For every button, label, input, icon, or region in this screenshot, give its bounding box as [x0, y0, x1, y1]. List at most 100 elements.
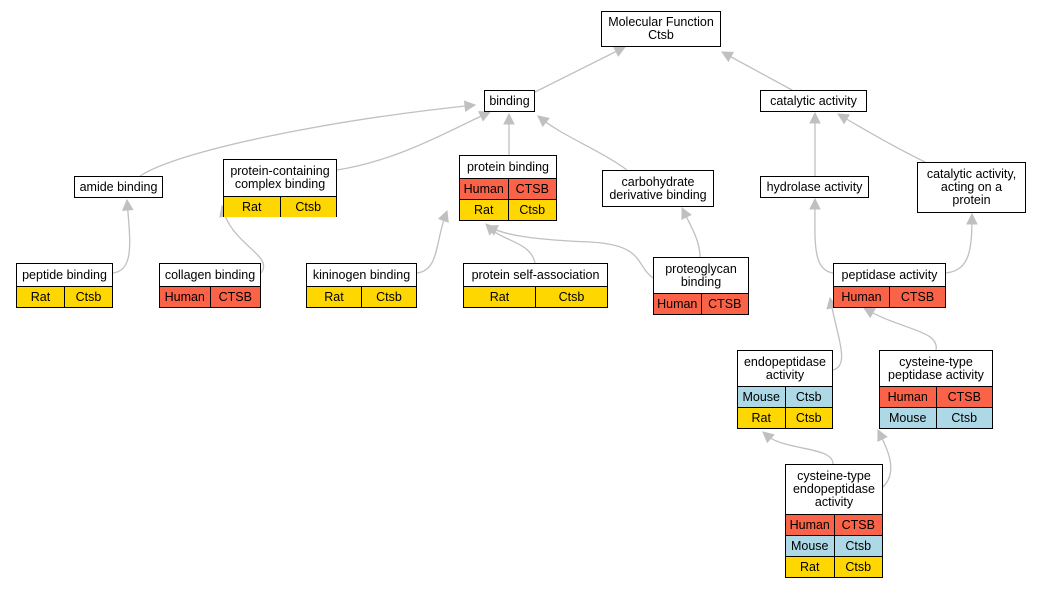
node-label: Molecular Function Ctsb — [608, 15, 714, 42]
species-cell: Mouse — [738, 387, 785, 407]
node-label: peptide binding — [22, 267, 107, 282]
node-protein-binding[interactable]: protein binding Human CTSB Rat Ctsb — [459, 155, 557, 221]
node-collagen-binding[interactable]: collagen binding Human CTSB — [159, 263, 261, 308]
edge-peptide-to-amide — [112, 199, 131, 274]
node-hydrolase-activity[interactable]: hydrolase activity — [760, 176, 869, 198]
gene-cell: CTSB — [935, 387, 992, 407]
gene-cell: CTSB — [507, 179, 556, 199]
node-molecular-function[interactable]: Molecular Function Ctsb — [601, 11, 721, 47]
species-cell: Rat — [224, 197, 280, 217]
node-label: carbohydrate derivative binding — [609, 174, 707, 202]
gene-cell: Ctsb — [507, 200, 556, 220]
arrowhead — [721, 51, 734, 63]
arrowhead — [537, 115, 550, 128]
species-cell: Human — [786, 515, 834, 535]
node-label: cysteine-type endopeptidase activity — [792, 469, 876, 509]
species-cell: Rat — [17, 287, 64, 307]
gene-row: Human CTSB — [160, 286, 260, 307]
edge-catalytic-to-mf — [721, 51, 793, 91]
node-catalytic-activity-acting-on-a-protein[interactable]: catalytic activity, acting on a protein — [917, 162, 1026, 213]
species-cell: Rat — [460, 200, 508, 220]
node-label: catalytic activity — [770, 93, 857, 108]
gene-cell: CTSB — [700, 294, 748, 314]
gene-row: Rat Ctsb — [224, 196, 336, 217]
arrowhead — [503, 112, 515, 125]
node-label: cysteine-type peptidase activity — [888, 354, 984, 382]
species-cell: Rat — [307, 287, 361, 307]
node-cysteine-type-peptidase-activity[interactable]: cysteine-type peptidase activity Human C… — [879, 350, 993, 429]
gene-row: Mouse Ctsb — [738, 386, 832, 407]
arrowhead — [681, 206, 692, 220]
gene-cell: CTSB — [889, 287, 945, 307]
node-protein-containing-complex-binding[interactable]: protein-containing complex binding Rat C… — [223, 159, 337, 217]
arrowhead — [613, 46, 626, 57]
node-endopeptidase-activity[interactable]: endopeptidase activity Mouse Ctsb Rat Ct… — [737, 350, 833, 429]
node-label: protein-containing complex binding — [230, 164, 330, 191]
arrowhead — [966, 212, 978, 225]
gene-cell: Ctsb — [279, 197, 336, 217]
node-label: amide binding — [79, 179, 158, 194]
node-label: protein binding — [466, 159, 549, 174]
species-cell: Mouse — [786, 536, 834, 556]
edge-amide-to-binding — [139, 104, 476, 177]
arrowhead — [837, 113, 850, 125]
node-label: peptidase activity — [841, 267, 938, 282]
species-cell: Mouse — [880, 408, 936, 428]
gene-cell: Ctsb — [784, 387, 832, 407]
edge-cystendo-to-endopep — [762, 431, 834, 465]
species-cell: Human — [880, 387, 936, 407]
species-cell: Human — [160, 287, 210, 307]
edge-collagen-to-pcc — [221, 205, 265, 274]
node-label: protein self-association — [471, 267, 600, 282]
arrowhead — [478, 111, 492, 122]
gene-cell: Ctsb — [935, 408, 992, 428]
node-carbohydrate-derivative-binding[interactable]: carbohydrate derivative binding — [602, 170, 714, 207]
edge-endopep-to-peptidase — [829, 297, 843, 371]
gene-cell: Ctsb — [833, 557, 882, 577]
gene-cell: Ctsb — [784, 408, 832, 428]
arrowhead — [485, 225, 499, 236]
arrowhead — [437, 209, 449, 223]
edge-binding-to-mf — [534, 46, 626, 93]
gene-row: Human CTSB — [654, 293, 748, 314]
node-catalytic-activity[interactable]: catalytic activity — [760, 90, 867, 112]
gene-row: Rat Ctsb — [786, 556, 882, 577]
node-binding[interactable]: binding — [484, 90, 535, 112]
node-label: hydrolase activity — [766, 179, 863, 194]
arrowhead — [809, 197, 821, 210]
gene-cell: Ctsb — [64, 287, 112, 307]
gene-row: Mouse Ctsb — [786, 535, 882, 556]
edge-peptidase-to-hydrolase — [814, 198, 834, 274]
node-label: endopeptidase activity — [743, 354, 827, 382]
gene-row: Rat Ctsb — [17, 286, 112, 307]
gene-row: Human CTSB — [786, 514, 882, 535]
node-peptide-binding[interactable]: peptide binding Rat Ctsb — [16, 263, 113, 308]
arrowhead — [863, 307, 876, 319]
gene-cell: Ctsb — [361, 287, 416, 307]
species-cell: Human — [654, 294, 701, 314]
species-cell: Rat — [464, 287, 535, 307]
gene-row: Mouse Ctsb — [880, 407, 992, 428]
gene-row: Human CTSB — [460, 178, 556, 199]
node-kininogen-binding[interactable]: kininogen binding Rat Ctsb — [306, 263, 417, 308]
gene-row: Rat Ctsb — [460, 199, 556, 220]
node-peptidase-activity[interactable]: peptidase activity Human CTSB — [833, 263, 946, 308]
species-cell: Human — [834, 287, 889, 307]
arrowhead — [809, 111, 821, 124]
node-cysteine-type-endopeptidase-activity[interactable]: cysteine-type endopeptidase activity Hum… — [785, 464, 883, 578]
node-label: catalytic activity, acting on a protein — [926, 167, 1017, 207]
node-proteoglycan-binding[interactable]: proteoglycan binding Human CTSB — [653, 257, 749, 315]
node-protein-self-association[interactable]: protein self-association Rat Ctsb — [463, 263, 608, 308]
gene-row: Human CTSB — [880, 386, 992, 407]
node-label: collagen binding — [164, 267, 256, 282]
edge-cystpep-to-peptidase — [863, 307, 937, 351]
node-label: binding — [489, 93, 530, 108]
node-amide-binding[interactable]: amide binding — [74, 176, 163, 198]
gene-cell: CTSB — [833, 515, 882, 535]
species-cell: Rat — [786, 557, 834, 577]
arrowhead — [877, 428, 888, 442]
gene-row: Rat Ctsb — [307, 286, 416, 307]
edge-pcc-to-binding — [336, 111, 491, 171]
gene-cell: CTSB — [209, 287, 260, 307]
